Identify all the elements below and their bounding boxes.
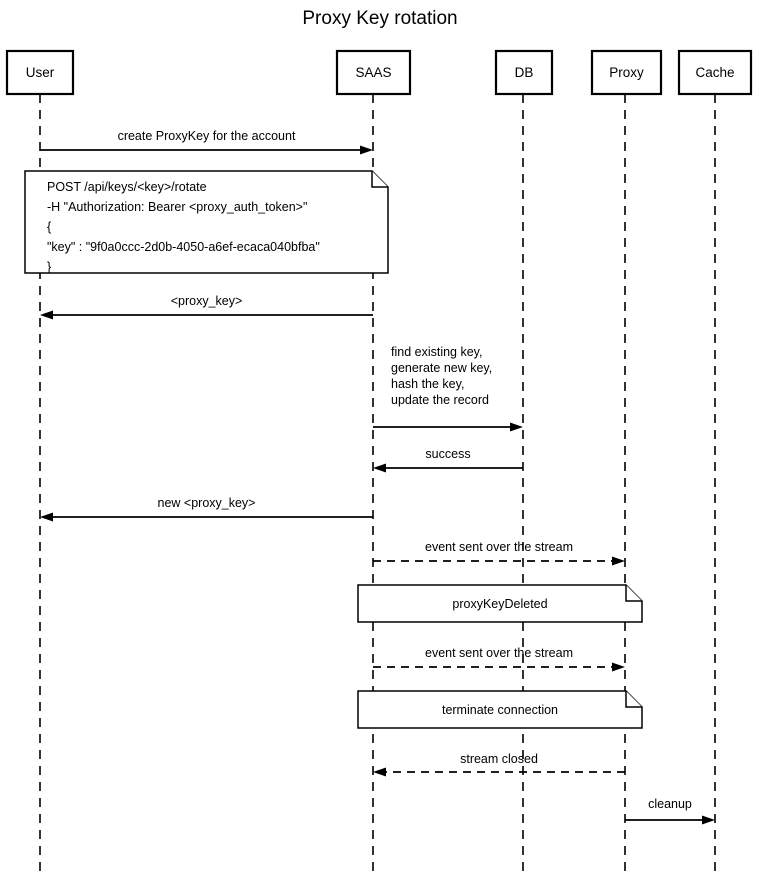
message-arrowhead [510, 422, 523, 432]
note-body [357, 690, 643, 729]
message-m4[interactable]: success [373, 447, 523, 473]
message-arrowhead [373, 767, 386, 777]
message-m6[interactable]: event sent over the stream [373, 540, 625, 566]
note-line: -H "Authorization: Bearer <proxy_auth_to… [47, 200, 307, 214]
note-body [24, 170, 389, 274]
note-fold-corner [625, 585, 642, 602]
message-label: success [425, 447, 470, 461]
messages-group: create ProxyKey for the account <proxy_ke… [40, 129, 715, 825]
message-label: cleanup [648, 797, 692, 811]
note-fold-corner [371, 171, 388, 188]
participant-db[interactable]: DB [494, 49, 554, 873]
message-m1[interactable]: create ProxyKey for the account [40, 129, 373, 155]
note-line: terminate connection [442, 703, 558, 717]
page-title: Proxy Key rotation [302, 8, 457, 29]
participant-box-proxy[interactable] [590, 49, 663, 96]
message-m7[interactable]: event sent over the stream [373, 646, 625, 672]
message-label: new <proxy_key> [158, 496, 256, 510]
participant-box-db[interactable] [494, 49, 554, 96]
participant-label-saas: SAAS [355, 65, 391, 80]
note-body [357, 584, 643, 623]
note-request: POST /api/keys/<key>/rotate -H "Authoriza… [24, 170, 389, 274]
notes-group: POST /api/keys/<key>/rotate -H "Authoriza… [24, 170, 643, 729]
message-label: <proxy_key> [171, 294, 243, 308]
message-arrowhead [612, 556, 625, 566]
message-label: generate new key, [391, 361, 492, 375]
message-label: stream closed [460, 752, 538, 766]
participant-box-cache[interactable] [677, 49, 753, 96]
message-arrowhead [360, 145, 373, 155]
note-terminate-connection: terminate connection [357, 690, 643, 729]
message-arrowhead [373, 463, 386, 473]
message-label: find existing key, [391, 345, 482, 359]
message-label: event sent over the stream [425, 540, 573, 554]
message-arrowhead [612, 662, 625, 672]
participant-box-user[interactable] [5, 49, 75, 96]
message-label: hash the key, [391, 377, 464, 391]
message-label: event sent over the stream [425, 646, 573, 660]
participant-cache[interactable]: Cache [677, 49, 753, 873]
note-line: proxyKeyDeleted [452, 597, 547, 611]
message-arrowhead [40, 310, 53, 320]
message-m2[interactable]: <proxy_key> [40, 294, 373, 320]
message-m9[interactable]: cleanup [625, 797, 715, 825]
participant-label-cache: Cache [695, 65, 734, 80]
message-m3[interactable]: find existing key, generate new key, hash … [373, 345, 523, 432]
note-line: { [47, 220, 51, 234]
message-arrowhead [40, 512, 53, 522]
note-line: "key" : "9f0a0ccc-2d0b-4050-a6ef-ecaca04… [47, 240, 320, 254]
note-proxy-key-deleted: proxyKeyDeleted [357, 584, 643, 623]
message-m8[interactable]: stream closed [373, 752, 625, 777]
participant-label-user: User [26, 65, 55, 80]
message-m5[interactable]: new <proxy_key> [40, 496, 373, 522]
participant-proxy[interactable]: Proxy [590, 49, 663, 873]
lifelines-group: User SAAS DB Proxy Cache [5, 49, 753, 873]
note-line: } [47, 260, 51, 274]
message-arrowhead [702, 815, 715, 825]
participant-label-db: DB [515, 65, 534, 80]
note-line: POST /api/keys/<key>/rotate [47, 180, 207, 194]
participant-box-saas[interactable] [335, 49, 412, 96]
note-fold-corner [625, 691, 642, 708]
message-label: update the record [391, 393, 489, 407]
participant-label-proxy: Proxy [609, 65, 644, 80]
message-label: create ProxyKey for the account [118, 129, 296, 143]
